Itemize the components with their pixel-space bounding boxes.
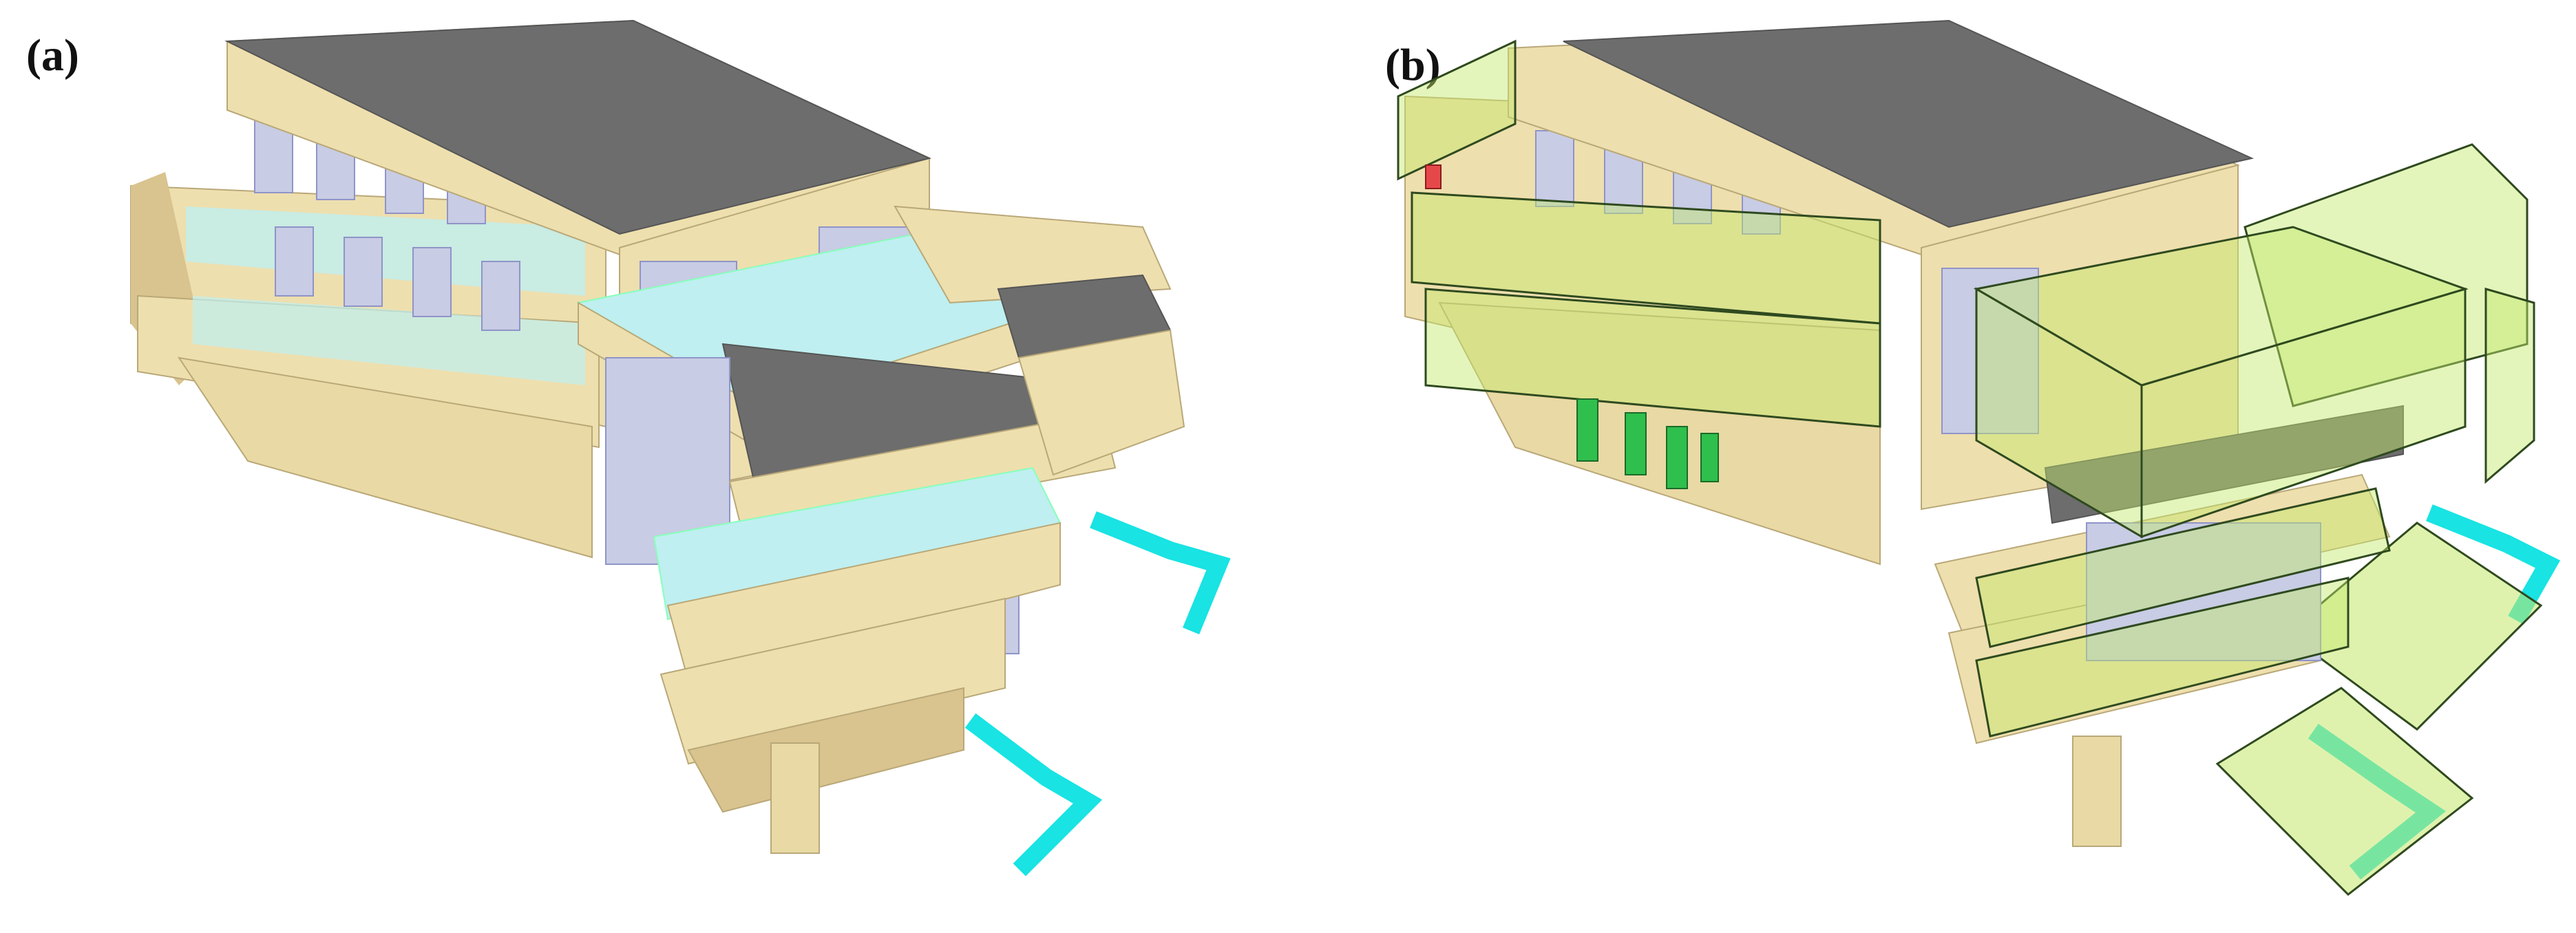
building-model-b — [1397, 19, 2561, 896]
thermal-zones — [1397, 39, 2535, 738]
panel-label-a: (a) — [26, 30, 79, 81]
ground-zones — [2215, 522, 2543, 896]
main-block — [1508, 19, 2255, 511]
building-model-a — [130, 19, 1231, 877]
left-wing — [130, 172, 606, 559]
pipe-lines — [964, 511, 1231, 877]
highlight-zones — [1425, 164, 1719, 489]
right-wing — [894, 205, 1185, 476]
